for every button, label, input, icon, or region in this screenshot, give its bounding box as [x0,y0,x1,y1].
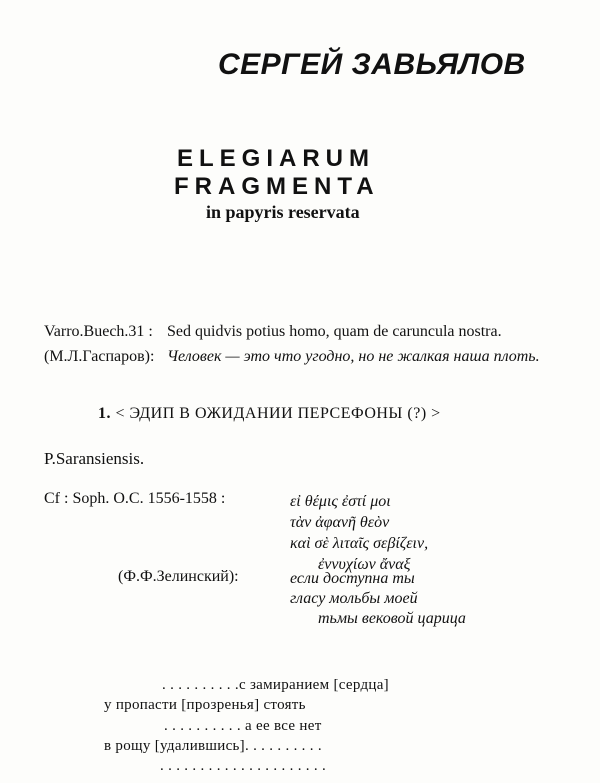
translation-line: гласу мольбы моей [290,590,418,607]
epigraph-text-translation: Человек — это что угодно, но не жалкая н… [167,348,540,365]
epigraph-source-latin: Varro.Buech.31 : [44,323,153,340]
subtitle: in papyris reservata [206,202,360,222]
greek-line: ἐννυχίων ἄναξ [318,556,411,573]
epigraph-source-translator: (М.Л.Гаспаров): [44,348,155,365]
greek-line: τὰν ἀφανῆ θεὸν [290,514,390,531]
cf-source: Cf : Soph. O.C. 1556-1558 : [44,490,226,507]
poem-line: у пропасти [прозренья] стоять [104,697,306,713]
epigraph-text-latin: Sed quidvis potius homo, quam de caruncu… [167,323,502,340]
papyrus-label: P.Saransiensis. [44,449,145,468]
title-line-1: ELEGIARUM [177,145,375,172]
section-heading: 1. < ЭДИП В ОЖИДАНИИ ПЕРСЕФОНЫ (?) > [98,405,441,423]
title-line-2: FRAGMENTA [174,173,380,200]
translator-label: (Ф.Ф.Зелинский): [118,568,239,585]
translation-line: тьмы вековой царица [318,610,466,627]
section-title: < ЭДИП В ОЖИДАНИИ ПЕРСЕФОНЫ (?) > [115,405,441,422]
section-number: 1. [98,405,111,422]
poem-line: . . . . . . . . . . . . . . . . . . . . … [160,758,327,774]
translation-line: если доступна ты [290,570,415,587]
poem-line: . . . . . . . . . . а ее все нет [164,718,322,734]
greek-line: εἰ θέμις ἐστί μοι [290,493,391,510]
poem-line: . . . . . . . . . .с замиранием [сердца] [162,677,389,693]
author-name: СЕРГЕЙ ЗАВЬЯЛОВ [218,48,526,81]
poem-line: в рощу [удалившись]. . . . . . . . . . [104,738,322,754]
greek-line: καὶ σὲ λιταῖς σεβίζειν, [290,535,429,552]
